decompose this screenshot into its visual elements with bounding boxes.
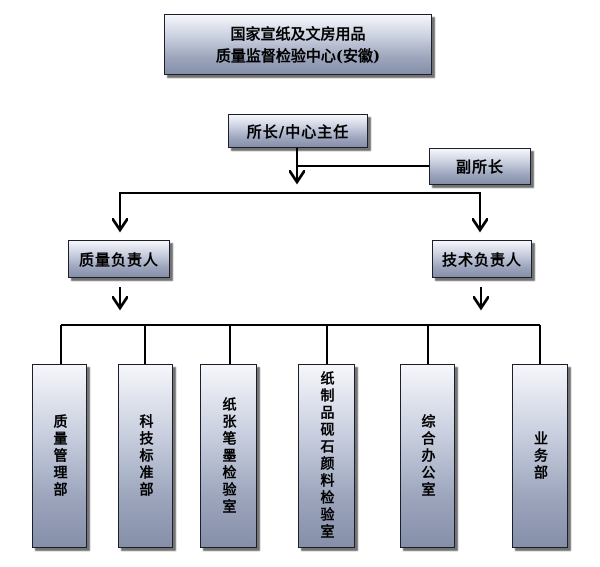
dept-label: 科技标准部 [137,413,154,499]
dept-general-office: 综合办公室 [400,364,455,548]
tech-head-label: 技术负责人 [441,250,522,269]
dept-label: 纸张笔墨检验室 [220,396,237,516]
dept-label: 业务部 [532,430,548,482]
dept-tech-standards: 科技标准部 [118,364,173,548]
dept-label: 纸制品砚石颜料检验室 [318,371,335,541]
center-title-line2: 质量监督检验中心(安徽) [215,46,381,65]
dept-paper-products-lab: 纸制品砚石颜料检验室 [298,364,355,548]
director-label: 所长/中心主任 [246,122,350,141]
deputy-box: 副所长 [429,148,531,185]
center-title-box: 国家宣纸及文房用品 质量监督检验中心(安徽) [164,14,432,75]
dept-label: 质量管理部 [51,413,68,499]
quality-head-box: 质量负责人 [68,240,170,278]
tech-head-box: 技术负责人 [432,240,532,278]
deputy-label: 副所长 [455,158,504,176]
quality-head-label: 质量负责人 [78,250,159,269]
center-title-line1: 国家宣纸及文房用品 [230,24,366,43]
dept-paper-pen-ink-lab: 纸张笔墨检验室 [200,364,257,548]
director-box: 所长/中心主任 [228,114,368,148]
dept-quality-management: 质量管理部 [32,364,87,548]
dept-business: 业务部 [512,364,568,548]
line-director-split [119,192,481,228]
dept-label: 综合办公室 [419,413,436,499]
